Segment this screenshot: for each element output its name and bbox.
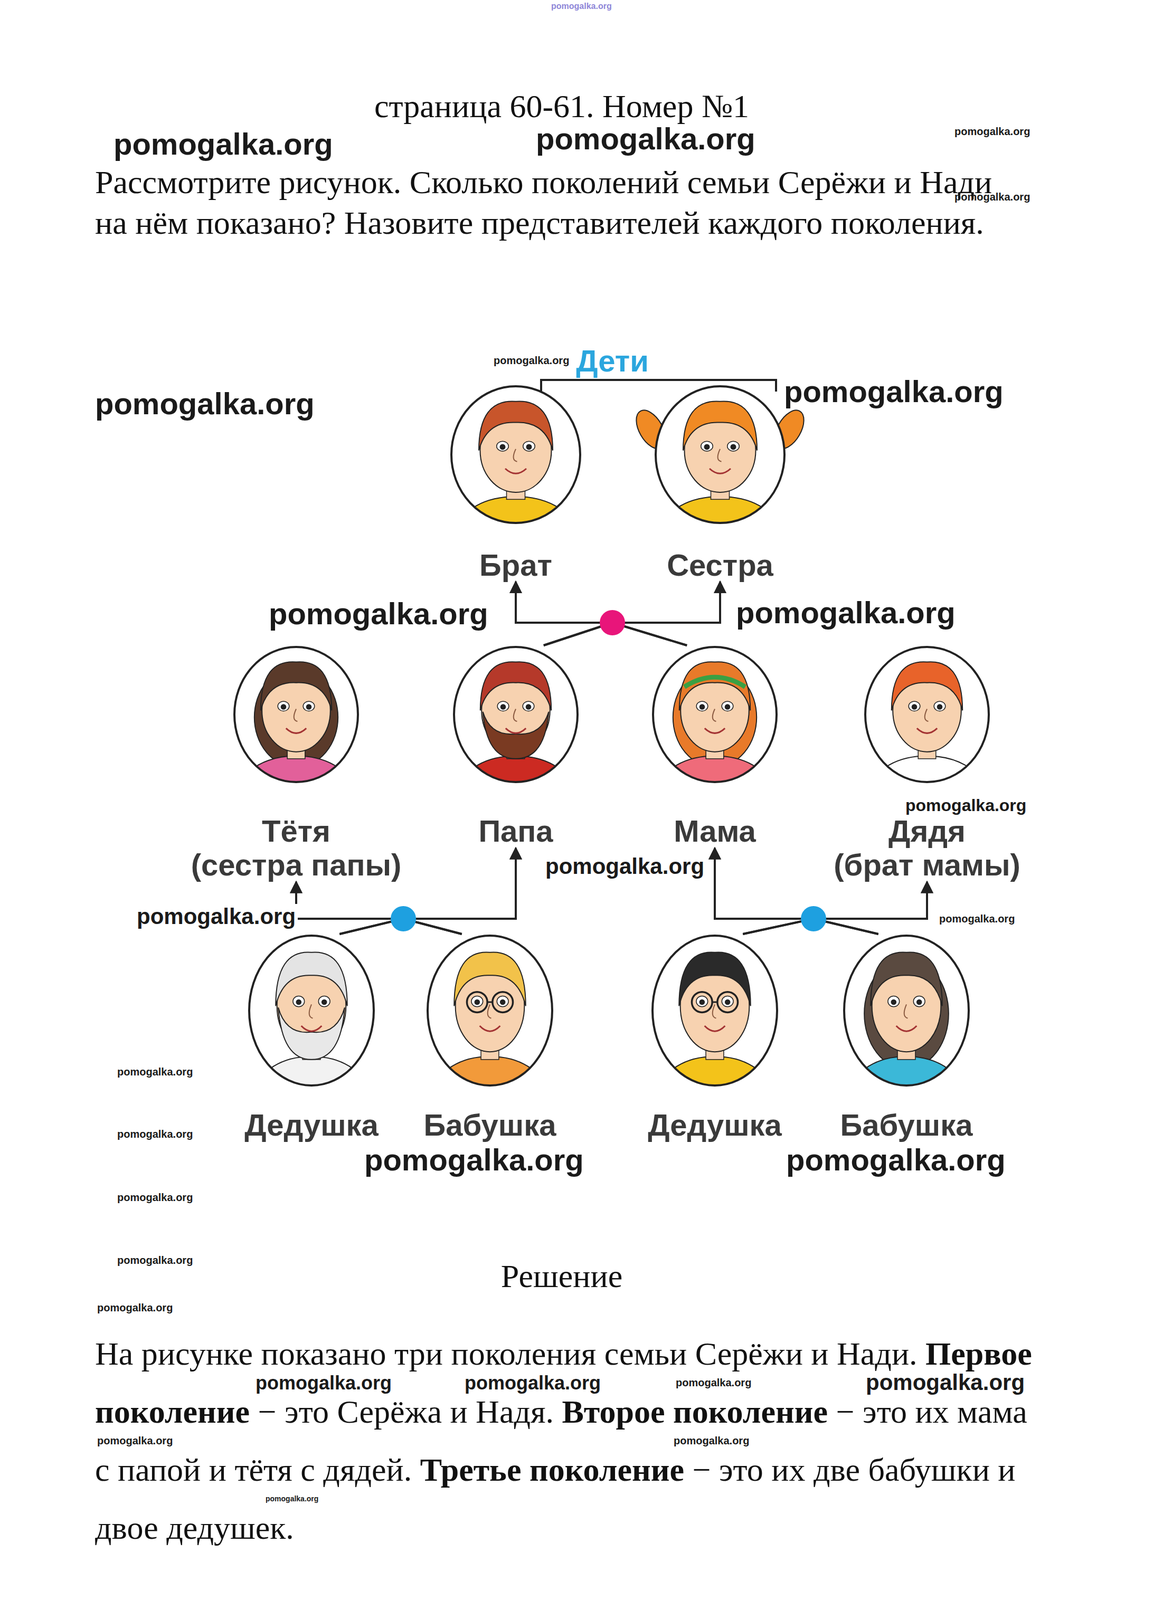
person-node: Тётя(сестра папы) bbox=[169, 645, 423, 883]
family-link bbox=[515, 582, 687, 647]
person-label: Дедушка bbox=[227, 1108, 396, 1143]
answer-paragraph: На рисунке показано три поколения семьи … bbox=[95, 1325, 1035, 1558]
person-label: Сестра bbox=[640, 548, 800, 583]
answer-text: На рисунке показано три поколения семьи … bbox=[95, 1336, 918, 1373]
watermark: pomogalka.org bbox=[113, 126, 334, 162]
portrait-frame bbox=[652, 935, 778, 1086]
portrait-frame bbox=[451, 386, 581, 524]
portrait-frame bbox=[865, 647, 989, 783]
group-heading: Дети bbox=[575, 343, 649, 379]
portrait-frame bbox=[454, 647, 578, 783]
person-node: Папа bbox=[436, 645, 595, 849]
person-label: Бабушка bbox=[405, 1108, 575, 1143]
answer-text: Второе поколение bbox=[561, 1394, 828, 1431]
family-link bbox=[515, 582, 613, 647]
question-text: Рассмотрите рисунок. Сколько поколений с… bbox=[95, 162, 1025, 244]
portrait-illustration bbox=[232, 645, 360, 784]
watermark: pomogalka.org bbox=[97, 1302, 173, 1315]
watermark: pomogalka.org bbox=[134, 904, 298, 930]
watermark: pomogalka.org bbox=[255, 1372, 392, 1395]
portrait-frame bbox=[234, 647, 358, 783]
portrait-illustration bbox=[247, 934, 376, 1088]
watermark: pomogalka.org bbox=[673, 1435, 750, 1448]
watermark: pomogalka.org bbox=[954, 191, 1030, 204]
watermark: pomogalka.org bbox=[265, 1495, 319, 1504]
person-node: Дедушка bbox=[630, 934, 800, 1143]
watermark: pomogalka.org bbox=[95, 385, 315, 422]
watermark: pomogalka.org bbox=[364, 1142, 584, 1178]
person-node: Бабушка bbox=[405, 934, 575, 1143]
watermark: pomogalka.org bbox=[783, 373, 1004, 410]
junction-dot bbox=[599, 610, 626, 636]
watermark: pomogalka.org bbox=[117, 1128, 193, 1141]
watermark: pomogalka.org bbox=[954, 125, 1030, 138]
watermark: pomogalka.org bbox=[97, 1435, 173, 1448]
portrait-illustration bbox=[654, 384, 787, 525]
watermark: pomogalka.org bbox=[865, 1370, 1025, 1396]
answer-text: Третье поколение bbox=[420, 1452, 685, 1489]
watermark: pomogalka.org bbox=[786, 1142, 1006, 1178]
junction-dot bbox=[390, 906, 416, 932]
portrait-frame bbox=[655, 386, 785, 524]
watermark: pomogalka.org bbox=[937, 913, 1017, 926]
family-link bbox=[403, 848, 516, 935]
portrait-frame bbox=[249, 935, 374, 1086]
portrait-illustration bbox=[650, 934, 779, 1088]
person-node: Дедушка bbox=[227, 934, 396, 1143]
person-label: Тётя bbox=[169, 814, 423, 849]
person-node: Дядя(брат мамы) bbox=[805, 645, 1049, 883]
person-label: Дядя bbox=[805, 814, 1049, 849]
portrait-frame bbox=[427, 935, 553, 1086]
watermark: pomogalka.org bbox=[117, 1066, 193, 1079]
watermark: pomogalka.org bbox=[551, 1, 612, 12]
family-link bbox=[612, 582, 721, 647]
section-heading: Решение bbox=[500, 1258, 623, 1296]
watermark: pomogalka.org bbox=[675, 1377, 752, 1390]
junction-dot bbox=[800, 906, 827, 932]
family-link bbox=[296, 882, 404, 935]
family-link bbox=[813, 882, 928, 935]
person-label: (сестра папы) bbox=[169, 848, 423, 883]
person-label: Брат bbox=[436, 548, 595, 583]
portrait-illustration bbox=[426, 934, 554, 1088]
portrait-illustration bbox=[863, 645, 991, 784]
person-node: Брат bbox=[436, 384, 595, 583]
family-link bbox=[543, 582, 721, 647]
watermark: pomogalka.org bbox=[493, 354, 570, 367]
person-label: Папа bbox=[436, 814, 595, 849]
portrait-illustration bbox=[449, 384, 582, 525]
watermark: pomogalka.org bbox=[117, 1192, 193, 1205]
page-title: страница 60-61. Номер №1 bbox=[374, 87, 750, 126]
person-label: Дедушка bbox=[630, 1108, 800, 1143]
person-node: Бабушка bbox=[821, 934, 991, 1143]
person-label: (брат мамы) bbox=[805, 848, 1049, 883]
watermark: pomogalka.org bbox=[464, 1372, 601, 1395]
portrait-illustration bbox=[842, 934, 971, 1088]
portrait-illustration bbox=[452, 645, 580, 784]
portrait-frame bbox=[653, 647, 777, 783]
watermark: pomogalka.org bbox=[905, 796, 1027, 816]
person-node: Сестра bbox=[640, 384, 800, 583]
portrait-frame bbox=[844, 935, 969, 1086]
person-label: Мама bbox=[635, 814, 794, 849]
watermark: pomogalka.org bbox=[117, 1254, 193, 1267]
portrait-illustration bbox=[651, 645, 779, 784]
watermark: pomogalka.org bbox=[535, 120, 756, 157]
family-link bbox=[742, 882, 928, 935]
watermark: pomogalka.org bbox=[543, 854, 707, 880]
person-label: Бабушка bbox=[821, 1108, 991, 1143]
answer-text: − это Серёжа и Надя. bbox=[258, 1394, 554, 1431]
person-node: Мама bbox=[635, 645, 794, 849]
family-link bbox=[296, 882, 462, 935]
watermark: pomogalka.org bbox=[266, 596, 491, 632]
watermark: pomogalka.org bbox=[733, 594, 958, 631]
